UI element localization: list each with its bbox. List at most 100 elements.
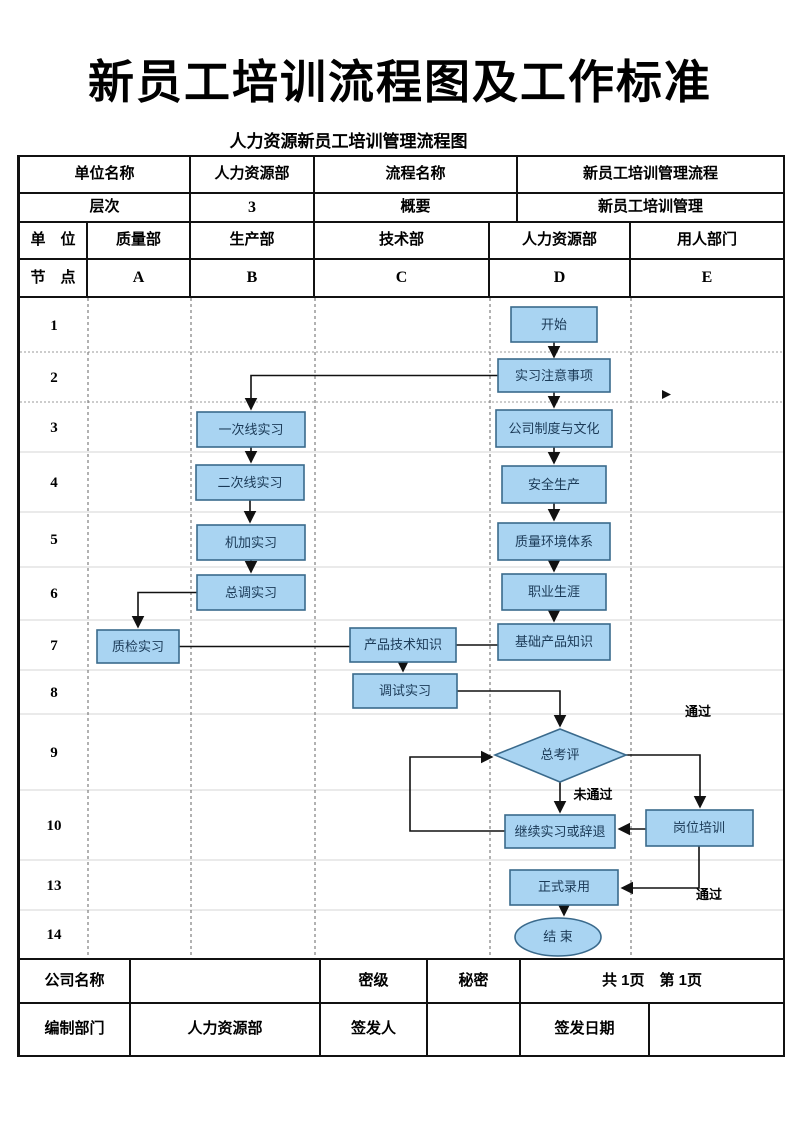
page-title: 新员工培训流程图及工作标准: [88, 56, 712, 108]
lane-dept-quality: 质量部: [88, 223, 191, 260]
header-unit-name-value: 人力资源部: [191, 157, 315, 194]
footer-prepared-dept-value: 人力资源部: [131, 1004, 321, 1055]
node-label-company-culture: 公司制度与文化: [508, 421, 599, 436]
process-table: 单位名称 人力资源部 流程名称 新员工培训管理流程 层次 3 概要 新员工培训管…: [17, 155, 785, 1057]
edge-label-pass-top: 通过: [685, 704, 711, 719]
lane-node-c: C: [315, 260, 490, 298]
node-label-assembly: 总调实习: [225, 585, 277, 600]
node-label-career: 职业生涯: [528, 584, 580, 599]
footer-issuer-label: 签发人: [321, 1004, 428, 1055]
connectors: [131, 342, 707, 917]
node-machining-practice: [196, 524, 306, 561]
footer-issue-date-value: [650, 1004, 783, 1055]
row-number: 1: [50, 318, 58, 334]
row-number: 7: [50, 638, 58, 654]
node-safety-production: [501, 465, 607, 504]
footer-page-info: 共 1页 第 1页: [521, 960, 783, 1004]
row-number: 8: [50, 685, 58, 701]
node-end-ellipse: [514, 917, 602, 957]
footer-prepared-dept-label: 编制部门: [20, 1004, 131, 1055]
row-number: 5: [50, 532, 58, 548]
node-second-line-practice: [195, 464, 305, 501]
footer-secrecy-label: 密级: [321, 960, 428, 1004]
node-label-machining: 机加实习: [225, 535, 277, 550]
lane-dept-employing: 用人部门: [631, 223, 783, 260]
lane-row-label-unit: 单 位: [20, 223, 88, 260]
node-product-tech-knowledge: [349, 627, 457, 663]
row-number: 2: [50, 370, 58, 386]
node-qc-practice: [96, 629, 180, 664]
node-label-safety: 安全生产: [528, 477, 580, 492]
node-practice-notes: [497, 358, 611, 393]
header-process-name-value: 新员工培训管理流程: [518, 157, 783, 194]
footer-issue-date-label: 签发日期: [521, 1004, 650, 1055]
node-post-training: [645, 809, 754, 847]
edge-label-pass-bottom: 通过: [696, 887, 722, 902]
node-debug-practice: [352, 673, 458, 709]
node-start: [510, 306, 598, 343]
flowchart-area: 1 2 3 4 5 6 7 8 9 10 13 14: [20, 298, 783, 960]
node-final-evaluation-diamond: [492, 728, 629, 783]
lane-dept-production: 生产部: [191, 223, 315, 260]
node-label-start: 开始: [541, 317, 567, 332]
node-label-product-tech: 产品技术知识: [364, 637, 442, 652]
flow-nodes: [96, 306, 754, 957]
footer-company-name-label: 公司名称: [20, 960, 131, 1004]
header-process-name-label: 流程名称: [315, 157, 518, 194]
node-label-end: 结 束: [543, 929, 573, 944]
edge-continue-loop-to-evaluation: [409, 750, 505, 832]
lane-node-d: D: [490, 260, 631, 298]
row-number: 14: [47, 927, 63, 943]
stray-right-arrowhead: [662, 390, 671, 399]
node-continue-or-dismiss: [504, 814, 616, 849]
lane-node-b: B: [191, 260, 315, 298]
node-assembly-practice: [196, 574, 306, 611]
edge-evaluation-pass-to-training: [626, 754, 707, 809]
edge-labels: 通过 未通过 通过: [572, 704, 722, 902]
row-numbers: 1 2 3 4 5 6 7 8 9 10 13 14: [47, 318, 63, 943]
lane-node-a: A: [88, 260, 191, 298]
edge-label-fail: 未通过: [572, 787, 612, 802]
node-label-quality-system: 质量环境体系: [515, 534, 593, 549]
node-label-first-line: 一次线实习: [218, 422, 283, 437]
header-summary-label: 概要: [315, 194, 518, 223]
node-basic-product-knowledge: [497, 623, 611, 661]
edge-training-pass-to-formal: [620, 846, 700, 895]
flow-node-labels: 开始 实习注意事项 一次线实习 公司制度与文化 二次线实习 安全生产 机加实习 …: [112, 317, 725, 944]
header-level-value: 3: [191, 194, 315, 223]
row-number: 4: [50, 475, 58, 491]
flowchart-svg: 1 2 3 4 5 6 7 8 9 10 13 14: [20, 298, 783, 958]
node-label-basic-product: 基础产品知识: [515, 634, 593, 649]
row-number: 6: [50, 586, 58, 602]
node-label-practice-notes: 实习注意事项: [515, 368, 593, 383]
node-label-continue: 继续实习或辞退: [514, 824, 605, 839]
footer-company-name-value: [131, 960, 321, 1004]
node-first-line-practice: [196, 411, 306, 448]
footer-secrecy-value: 秘密: [428, 960, 521, 1004]
row-number: 13: [47, 878, 62, 894]
node-quality-system: [497, 522, 611, 561]
node-label-formal: 正式录用: [538, 879, 590, 894]
lane-dept-technology: 技术部: [315, 223, 490, 260]
lane-dept-hr: 人力资源部: [490, 223, 631, 260]
node-label-debug: 调试实习: [379, 683, 431, 698]
edge-notes-to-line1: [244, 374, 498, 411]
footer-issuer-value: [428, 1004, 521, 1055]
node-label-post-training: 岗位培训: [673, 820, 725, 835]
row-number: 10: [47, 818, 62, 834]
edge-debug-to-evaluation: [457, 690, 567, 728]
node-label-evaluation: 总考评: [540, 747, 579, 762]
page-subtitle: 人力资源新员工培训管理流程图: [229, 132, 468, 151]
node-career: [501, 573, 607, 611]
node-label-qc: 质检实习: [112, 639, 164, 654]
edge-assembly-to-qc: [131, 591, 197, 629]
lane-row-label-node: 节 点: [20, 260, 88, 298]
lane-node-e: E: [631, 260, 783, 298]
node-company-culture: [495, 409, 613, 448]
node-formal-employment: [509, 869, 619, 906]
row-number: 9: [50, 745, 58, 761]
node-label-second-line: 二次线实习: [217, 475, 282, 490]
header-unit-name-label: 单位名称: [20, 157, 191, 194]
header-level-label: 层次: [20, 194, 191, 223]
